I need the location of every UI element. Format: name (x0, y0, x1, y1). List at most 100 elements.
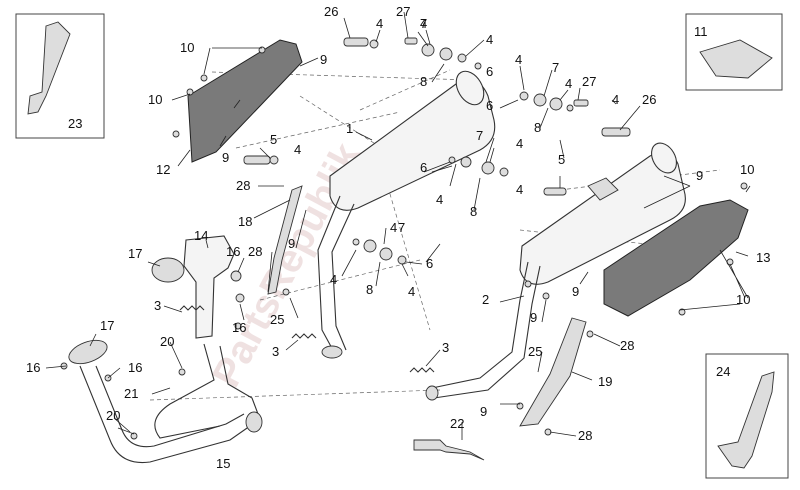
callout-22: 22 (450, 416, 464, 431)
callout-8: 8 (420, 74, 427, 89)
flange-part-17-lower (68, 339, 108, 365)
spring-part-3 (179, 305, 205, 311)
callout-23: 23 (68, 116, 82, 131)
callout-6: 6 (420, 160, 427, 175)
callout-9: 9 (572, 284, 579, 299)
callout-10: 10 (736, 292, 750, 307)
callout-10: 10 (740, 162, 754, 177)
callout-9: 9 (222, 150, 229, 165)
callout-8: 8 (470, 204, 477, 219)
callout-16: 16 (232, 320, 246, 335)
callout-26: 26 (324, 4, 338, 19)
callout-18: 18 (238, 214, 252, 229)
callout-5: 5 (558, 152, 565, 167)
callout-20: 20 (160, 334, 174, 349)
callout-11: 11 (694, 24, 708, 39)
callout-4: 4 (516, 136, 523, 151)
bracket-part-23 (27, 21, 71, 115)
clip-part-11 (699, 39, 773, 79)
callout-4: 4 (294, 142, 301, 157)
callout-7: 7 (398, 220, 405, 235)
collector-part-21 (154, 343, 259, 439)
bracket-part-19 (519, 317, 587, 427)
callout-8: 8 (534, 120, 541, 135)
callout-28: 28 (248, 244, 262, 259)
muffler-end-cap-2 (651, 142, 677, 174)
callout-3: 3 (272, 344, 279, 359)
callout-16: 16 (26, 360, 40, 375)
callout-8: 8 (366, 282, 373, 297)
heat-shield-part-13 (603, 199, 749, 317)
callout-28: 28 (620, 338, 634, 353)
callout-13: 13 (756, 250, 770, 265)
callout-20: 20 (106, 408, 120, 423)
bracket-part-18 (267, 185, 303, 295)
link-pipe-right-end (425, 385, 439, 401)
callout-21: 21 (124, 386, 138, 401)
spring-part-3-b (291, 333, 317, 339)
spring-part-3-c (409, 367, 435, 373)
callout-28: 28 (578, 428, 592, 443)
lambda-sensor-part-22 (413, 439, 485, 461)
fastener-group (60, 37, 748, 440)
callout-9: 9 (480, 404, 487, 419)
callout-16: 16 (226, 244, 240, 259)
callout-28: 28 (236, 178, 250, 193)
link-pipe-left-end (321, 345, 343, 359)
callout-24: 24 (716, 364, 730, 379)
callout-9: 9 (288, 236, 295, 251)
callout-12: 12 (156, 162, 170, 177)
callout-7: 7 (420, 16, 427, 31)
callout-6: 6 (486, 98, 493, 113)
callout-2: 2 (482, 292, 489, 307)
callout-26: 26 (642, 92, 656, 107)
callout-7: 7 (476, 128, 483, 143)
link-pipe-left (317, 195, 355, 353)
callout-4: 4 (436, 192, 443, 207)
callout-leader-lines (45, 11, 751, 440)
callout-4: 4 (390, 220, 397, 235)
callout-15: 15 (216, 456, 230, 471)
callout-10: 10 (180, 40, 194, 55)
callout-4: 4 (515, 52, 522, 67)
callout-9: 9 (320, 52, 327, 67)
callout-labels: 1 2 3 3 3 4 4 4 4 4 4 4 4 4 4 4 4 4 5 5 … (26, 4, 770, 471)
callout-4: 4 (330, 272, 337, 287)
flange-part-14 (183, 235, 235, 339)
callout-25: 25 (270, 312, 284, 327)
callout-14: 14 (194, 228, 208, 243)
callout-3: 3 (442, 340, 449, 355)
callout-5: 5 (270, 132, 277, 147)
callout-9: 9 (530, 310, 537, 325)
header-pipe-part-15 (79, 365, 251, 464)
callout-10: 10 (148, 92, 162, 107)
callout-17: 17 (100, 318, 114, 333)
callout-4: 4 (565, 76, 572, 91)
callout-4: 4 (486, 32, 493, 47)
callout-4: 4 (420, 16, 427, 31)
muffler-end-cap (455, 70, 485, 106)
callout-4: 4 (612, 92, 619, 107)
callout-27: 27 (582, 74, 596, 89)
callout-4: 4 (376, 16, 383, 31)
callout-6: 6 (486, 64, 493, 79)
bracket-part-24 (717, 371, 775, 469)
link-pipe-part-2 (431, 261, 541, 399)
callout-19: 19 (598, 374, 612, 389)
collector-outlet (245, 411, 263, 433)
muffler-bracket (587, 177, 619, 201)
callout-16: 16 (128, 360, 142, 375)
callout-7: 7 (552, 60, 559, 75)
callout-6: 6 (426, 256, 433, 271)
callout-27: 27 (396, 4, 410, 19)
callout-1: 1 (346, 121, 353, 136)
callout-25: 25 (528, 344, 542, 359)
callout-17: 17 (128, 246, 142, 261)
heat-shield-part-12 (187, 39, 303, 163)
callout-3: 3 (154, 298, 161, 313)
callout-4: 4 (408, 284, 415, 299)
callout-9: 9 (696, 168, 703, 183)
callout-4: 4 (516, 182, 523, 197)
gasket-part-17 (151, 257, 185, 283)
